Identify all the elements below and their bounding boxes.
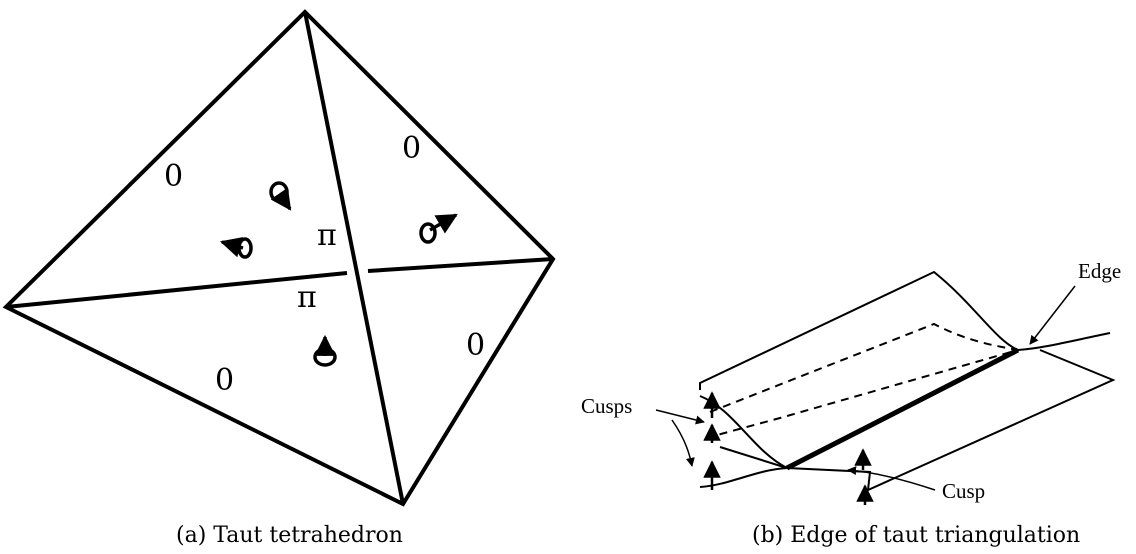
tetrahedron-edge-left-right-front [5, 271, 348, 309]
caption-b: (b) Edge of taut triangulation [752, 523, 1080, 548]
edge-pointer [1029, 285, 1076, 345]
cusp-label: Cusp [942, 479, 985, 503]
upper-sheet-dashed-back [709, 322, 1019, 413]
caption-a: (a) Taut tetrahedron [176, 523, 403, 548]
angle-label-bottom-right: 0 [466, 328, 485, 363]
upper-sheet-dashed-front [705, 349, 1019, 439]
angle-label-bottom-left: 0 [215, 363, 234, 398]
taut-edge-diagram: Edge Cusps Cusp (b) Edge of taut triangu… [581, 259, 1121, 548]
lower-cusp-curve [699, 467, 788, 488]
triangulation-edge [785, 347, 1020, 471]
angle-label-pi-upper: π [317, 218, 337, 253]
cusps-label: Cusps [581, 394, 632, 418]
tetrahedron-edge-top-bottom [303, 11, 405, 505]
cusp-pointer [847, 466, 936, 491]
cusps-pointer-bottom [671, 419, 695, 467]
angle-label-top-right: 0 [402, 131, 421, 166]
angle-label-top-left: 0 [164, 159, 183, 194]
edge-tail [1017, 332, 1111, 351]
angle-label-pi-lower: π [297, 280, 317, 315]
coorientation-symbol-bottom-icon [313, 334, 337, 367]
upper-sheet [699, 270, 1019, 390]
tetrahedron-edge-left-right-back [367, 257, 554, 273]
edge-label: Edge [1078, 259, 1121, 283]
coorientation-symbol-left-icon [219, 237, 253, 259]
taut-tetrahedron-diagram: 0 0 0 0 π π (a) Taut tetrahedron [2, 9, 556, 548]
coorientation-symbol-top-icon [269, 181, 292, 211]
lower-sheet [719, 349, 1116, 492]
coorientation-symbol-right-icon [419, 213, 458, 244]
tetrahedron-outline [2, 9, 556, 507]
cusps-pointer-top [655, 409, 705, 425]
